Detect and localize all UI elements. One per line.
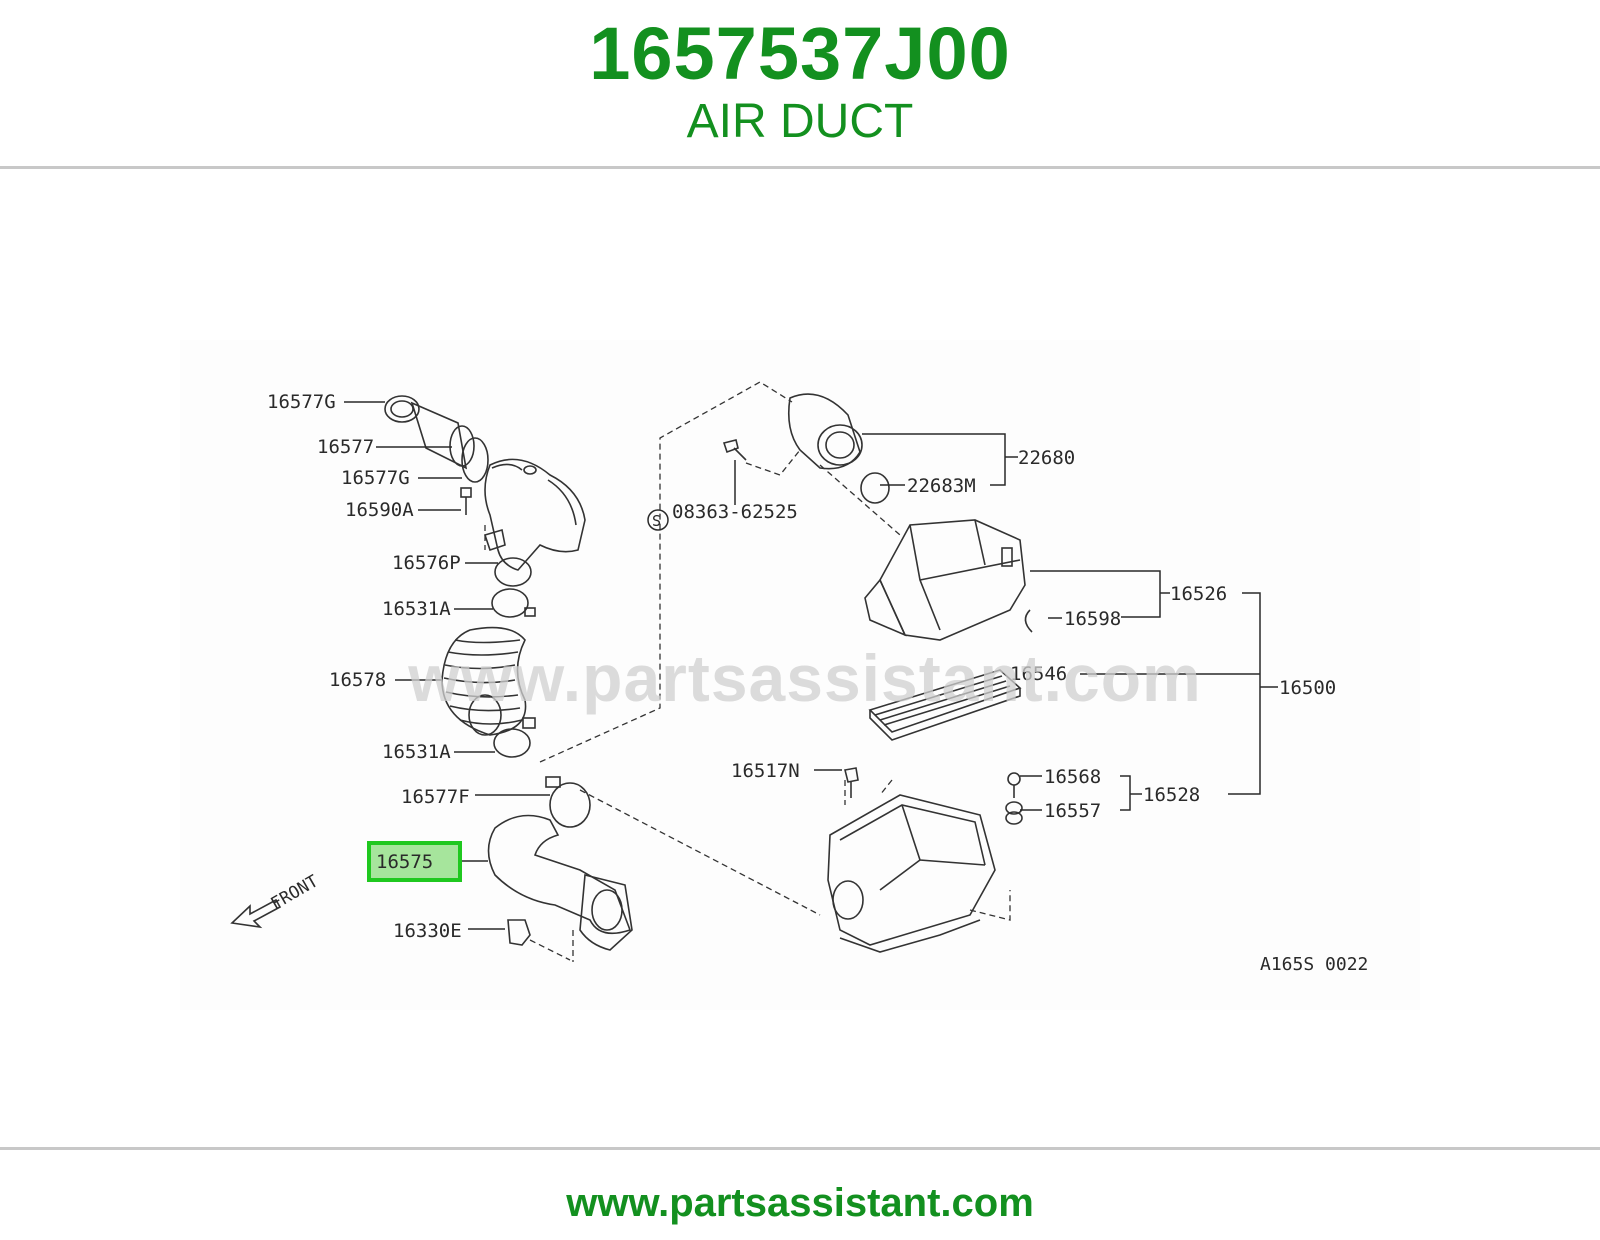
callout-16531A-upper[interactable]: 16531A [382,598,451,620]
special-marker-letter: S [652,512,661,530]
callout-16330E[interactable]: 16330E [393,920,462,942]
page-header: 1657537J00 AIR DUCT [0,0,1600,168]
callout-08363-62525[interactable]: 08363-62525 [672,501,798,523]
part-number-title: 1657537J00 [589,12,1011,95]
callout-16577G-top[interactable]: 16577G [267,391,336,413]
footer-divider [0,1147,1600,1150]
front-label: FRONT [268,871,322,914]
callout-16500[interactable]: 16500 [1279,677,1336,699]
callout-16557[interactable]: 16557 [1044,800,1101,822]
diagram-code: A165S 0022 [1260,954,1368,975]
callout-16528[interactable]: 16528 [1143,784,1200,806]
parts-diagram-svg: 16575 16577G 16577 16577G 16590A 16576P … [230,381,1368,975]
callout-16517N[interactable]: 16517N [731,760,800,782]
callout-16590A[interactable]: 16590A [345,499,414,521]
header-divider [0,166,1600,169]
parts-diagram: 16575 16577G 16577 16577G 16590A 16576P … [180,340,1420,1010]
callout-22683M[interactable]: 22683M [907,475,976,497]
watermark-text: www.partsassistant.com [408,641,1202,715]
part-name-subtitle: AIR DUCT [686,95,914,148]
callout-16578[interactable]: 16578 [329,669,386,691]
callout-16576P[interactable]: 16576P [392,552,461,574]
callout-16546[interactable]: 16546 [1010,663,1067,685]
footer-url-link[interactable]: www.partsassistant.com [566,1181,1034,1225]
callout-16568[interactable]: 16568 [1044,766,1101,788]
callout-16577F[interactable]: 16577F [401,786,470,808]
callout-16598[interactable]: 16598 [1064,608,1121,630]
highlighted-part-box[interactable] [367,841,462,882]
callout-16531A-lower[interactable]: 16531A [382,741,451,763]
callout-16577[interactable]: 16577 [317,436,374,458]
callout-16526[interactable]: 16526 [1170,583,1227,605]
callout-16577G[interactable]: 16577G [341,467,410,489]
special-marker-circle [647,509,669,531]
callout-22680[interactable]: 22680 [1018,447,1075,469]
highlighted-part-label[interactable]: 16575 [376,851,433,873]
